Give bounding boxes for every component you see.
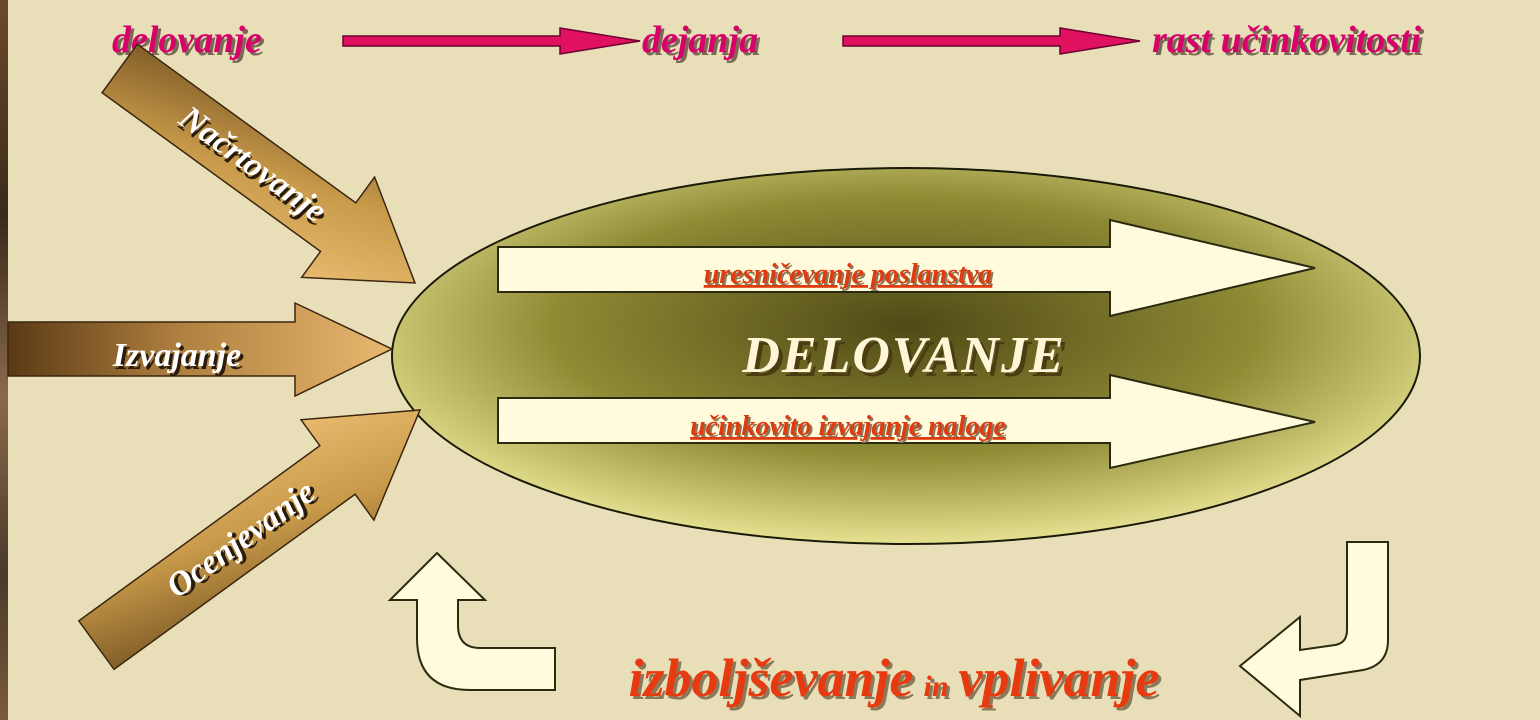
feedback-label: izboljševanje in vplivanje <box>629 648 1160 708</box>
feedback-arrow-left <box>387 551 556 691</box>
inner-arrow-lower <box>497 373 1316 470</box>
flow-arrow-1 <box>342 27 641 55</box>
lower-arrow-shadow: učinkovito izvajanje naloge <box>692 413 1008 444</box>
upper-arrow-label: uresničevanje poslanstva <box>704 259 993 290</box>
flow-step3-label: rast učinkovitosti <box>1152 19 1422 61</box>
core-title: DELOVANJE <box>741 327 1065 384</box>
evaluation-arrow: Ocenjevanje Ocenjevanje <box>77 409 422 671</box>
feedback-part1: izboljševanje <box>629 648 914 708</box>
upper-arrow-shadow: uresničevanje poslanstva <box>706 261 995 292</box>
photo-edge-strip <box>0 0 8 720</box>
feedback-arrow-right <box>1238 541 1389 719</box>
evaluation-label: Ocenjevanje <box>160 473 322 605</box>
flow-step2-shadow: dejanja <box>645 22 761 64</box>
feedback-label-shadow: izboljševanje in vplivanje <box>632 651 1163 711</box>
core-title-shadow: DELOVANJE <box>745 331 1069 388</box>
implementation-label-shadow: Izvajanje <box>115 340 244 377</box>
implementation-arrow: Izvajanje Izvajanje <box>7 301 394 398</box>
implementation-label: Izvajanje <box>112 337 241 374</box>
feedback-connector: in <box>924 670 949 703</box>
flow-step3-shadow: rast učinkovitosti <box>1155 22 1425 64</box>
lower-arrow-label: učinkovito izvajanje naloge <box>690 411 1006 442</box>
planning-label: Načrtovanje <box>171 98 333 230</box>
flow-step2-label: dejanja <box>642 19 758 61</box>
feedback-part2: vplivanje <box>959 648 1160 708</box>
flow-arrow-2 <box>842 27 1141 55</box>
planning-arrow: Načrtovanje Načrtovanje <box>101 43 417 284</box>
inner-arrow-upper <box>497 218 1316 318</box>
